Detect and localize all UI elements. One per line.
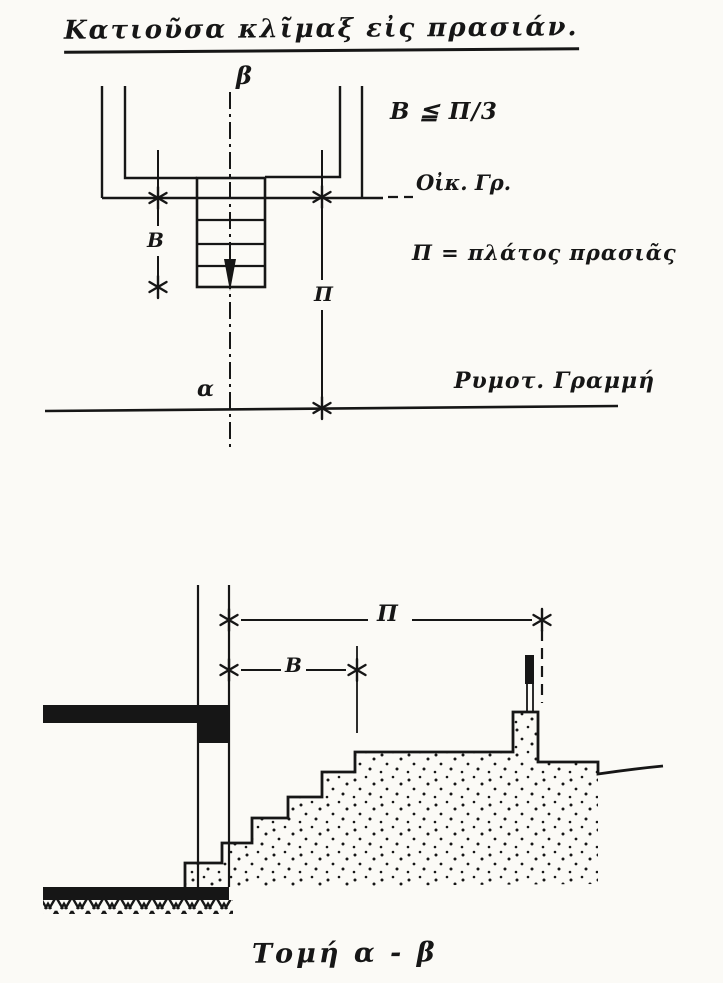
axis-label-alpha: α [197, 376, 214, 402]
rule-note: Β ≦ Π/3 [390, 98, 498, 125]
building-line-label: Οἰκ. Γρ. [416, 170, 512, 195]
left-inner-wall-line [123, 86, 197, 180]
section-caption: Τομή α - β [251, 937, 438, 970]
railing-post [526, 684, 534, 712]
dimension-star-icon [532, 607, 552, 633]
dimension-star-icon [148, 274, 168, 300]
down-arrow-icon [224, 259, 236, 291]
plan-dim-b-label: Β [147, 228, 164, 252]
drawing-title: Κατιοῦσα κλῖμαξ εἰς πρασιάν. [64, 12, 579, 54]
railing-post-cap [525, 655, 534, 684]
right-inner-wall-line [265, 86, 342, 179]
section-view [43, 585, 664, 914]
street-line [44, 404, 619, 413]
lower-slab [43, 887, 229, 900]
section-step-profile [183, 710, 664, 887]
ground-hatch [43, 900, 233, 914]
street-line-label: Ρυμοτ. Γραμμή [454, 368, 656, 394]
section-dim-b-label: Β [285, 653, 302, 677]
plan-view [44, 86, 619, 450]
section-dim-pi-label: Π [377, 601, 398, 627]
axis-label-beta: β [236, 61, 252, 90]
upper-slab [43, 705, 229, 723]
plan-dim-pi-label: Π [314, 282, 333, 306]
pi-definition-label: Π = πλάτος πρασιᾶς [412, 240, 677, 265]
wall-beam [198, 723, 229, 743]
concrete-fill-stipple [185, 713, 598, 887]
dimension-star-icon [219, 607, 239, 633]
dimension-star-icon [219, 657, 239, 683]
